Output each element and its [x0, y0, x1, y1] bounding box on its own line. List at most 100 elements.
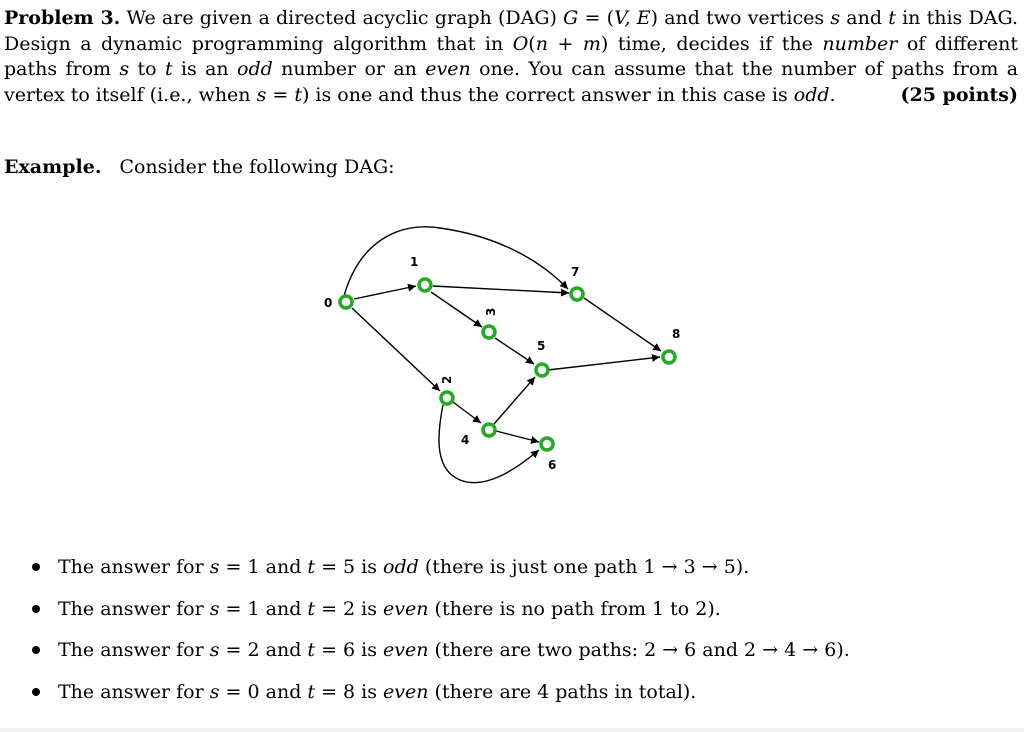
list-item: The answer for s = 2 and t = 6 is even (…: [32, 636, 850, 678]
node-0: [338, 294, 354, 310]
problem-text: in this DAG. Design a dynamic programmin…: [4, 7, 1018, 55]
node-1: [417, 277, 433, 293]
node-label-8: 8: [672, 327, 680, 341]
answer-text: (there is just one path 1 → 3 → 5).: [418, 556, 750, 578]
example-text: Consider the following DAG:: [119, 156, 395, 178]
node-label-5: 5: [537, 339, 545, 353]
answer-verdict: even: [383, 639, 429, 662]
math-var: n: [535, 32, 548, 55]
problem-text: and: [840, 7, 889, 29]
problem-text: one. You can assume that the number of p…: [4, 58, 1019, 106]
problem-text: ) is one and thus the correct answer in …: [301, 83, 794, 106]
node-label-3: 3: [484, 308, 498, 316]
points-label: (25 points): [900, 83, 1019, 106]
problem-paragraph: Problem 3. We are given a directed acycl…: [4, 6, 1018, 108]
math-var: s: [209, 597, 220, 620]
node-8: [661, 349, 677, 365]
answer-verdict: odd: [383, 556, 419, 578]
node-label-0: 0: [324, 296, 332, 310]
math-var: t: [307, 597, 316, 620]
node-6: [539, 436, 555, 452]
math-var: G: [563, 7, 579, 29]
emphasis: odd: [237, 58, 273, 80]
node-label-4: 4: [461, 433, 469, 447]
page-bottom-strip: [0, 728, 1024, 732]
edge-1-3: [430, 291, 483, 328]
problem-heading: Problem 3.: [4, 7, 121, 29]
math-var: s: [209, 556, 220, 578]
math-var: O: [512, 32, 529, 55]
answer-text: The answer for: [58, 556, 210, 578]
math-var: t: [888, 7, 896, 29]
math-var: t: [307, 680, 316, 703]
list-item: The answer for s = 0 and t = 8 is even (…: [32, 678, 850, 720]
math-var: t: [307, 556, 316, 578]
edge-5-8: [547, 353, 661, 371]
edge-2-4: [452, 401, 482, 424]
answer-text: = 2 and: [219, 639, 308, 662]
edge-0-1: [353, 283, 417, 300]
problem-text: number or an: [272, 58, 426, 80]
math-var: t: [164, 58, 173, 80]
answer-text: (there are two paths: 2 → 6 and 2 → 4 → …: [428, 639, 850, 662]
example-label: Example.: [4, 156, 102, 178]
node-7: [569, 286, 585, 302]
answer-text: The answer for: [58, 597, 210, 620]
problem-text: ) time, decides if the: [600, 32, 823, 55]
edge-3-5: [494, 337, 535, 365]
node-label-1: 1: [410, 255, 418, 269]
edge-0-7: [343, 226, 569, 297]
node-label-2: 2: [440, 376, 454, 384]
math-var: s: [830, 7, 841, 29]
emphasis: even: [425, 58, 471, 80]
math-var: s: [209, 639, 220, 662]
problem-text: is an: [172, 58, 238, 80]
answer-text: = 2 is: [315, 597, 384, 620]
answer-verdict: even: [383, 597, 429, 620]
math-var: s: [256, 83, 267, 106]
edge-0-2: [351, 307, 441, 392]
answer-text: = 6 is: [315, 639, 384, 662]
answer-text: The answer for: [58, 680, 210, 703]
answer-text: The answer for: [58, 639, 210, 662]
math-var: s: [209, 680, 220, 703]
answer-text: = 5 is: [315, 556, 384, 578]
bullet-icon: [32, 687, 40, 696]
node-2: [439, 390, 455, 406]
list-item: The answer for s = 1 and t = 2 is even (…: [32, 595, 850, 637]
problem-text: +: [547, 32, 583, 55]
problem-text: ) and two vertices: [650, 7, 831, 29]
answer-text: = 8 is: [315, 680, 384, 703]
problem-text: =: [266, 83, 295, 106]
math-var: t: [307, 639, 316, 662]
math-var: m: [582, 32, 601, 55]
answer-verdict: even: [383, 680, 429, 703]
bullet-icon: [32, 563, 40, 571]
math-var: t: [294, 83, 302, 106]
answer-text: (there is no path from 1 to 2).: [428, 597, 721, 620]
problem-text: = (: [578, 7, 615, 29]
answer-text: = 1 and: [219, 597, 308, 620]
problem-text: We are given a directed acyclic graph (D…: [120, 7, 564, 29]
math-var: s: [119, 58, 130, 80]
node-5: [534, 362, 550, 378]
node-label-6: 6: [548, 458, 556, 472]
problem-text: (: [528, 32, 536, 55]
node-label-7: 7: [571, 265, 579, 279]
edge-4-6: [495, 430, 540, 444]
edge-2-6: [438, 404, 540, 484]
emphasis: number: [822, 32, 898, 55]
problem-text: to: [129, 58, 165, 80]
bullet-icon: [32, 646, 40, 655]
list-item: The answer for s = 1 and t = 5 is odd (t…: [32, 553, 850, 595]
problem-text: of different paths from: [4, 32, 1018, 81]
answer-text: (there are 4 paths in total).: [428, 680, 697, 703]
emphasis: odd.: [793, 83, 836, 106]
problem-statement: Problem 3. We are given a directed acycl…: [4, 6, 1018, 108]
edge-1-7: [432, 285, 570, 297]
math-var: V, E: [614, 7, 651, 29]
answer-text: = 0 and: [219, 680, 308, 703]
node-4: [481, 422, 497, 438]
bullet-icon: [32, 604, 40, 613]
